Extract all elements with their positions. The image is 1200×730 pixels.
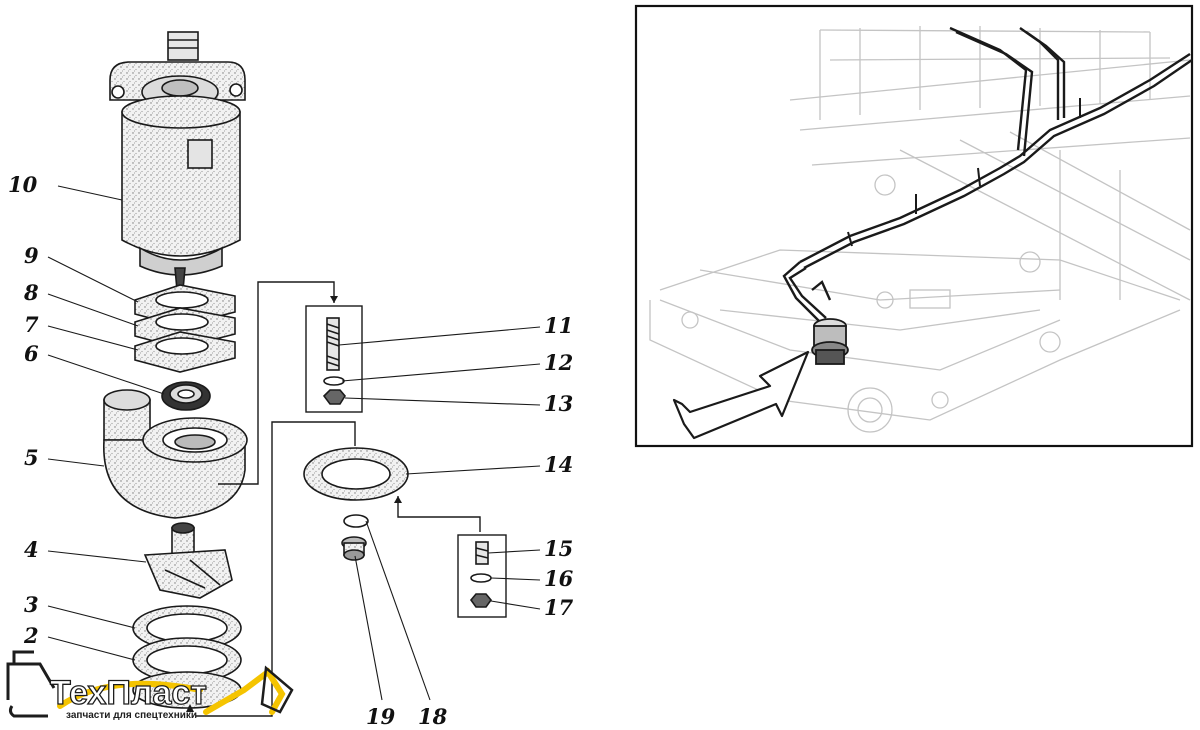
logo-brand: ТехПласт xyxy=(50,674,207,712)
pipe-clamps xyxy=(847,98,1081,247)
part-7-gasket xyxy=(134,331,236,373)
callout-10: 10 xyxy=(8,172,38,197)
callout-12: 12 xyxy=(544,350,573,375)
callout-3: 3 xyxy=(24,592,39,617)
excavator-outline-icon xyxy=(6,650,56,718)
callout-18: 18 xyxy=(418,704,448,729)
leader-lines xyxy=(47,185,541,701)
callout-17: 17 xyxy=(544,595,574,620)
callout-8: 8 xyxy=(23,280,39,305)
part-4-impeller xyxy=(143,522,233,599)
callout-labels: 10 9 8 7 6 5 4 3 2 11 12 13 14 15 16 17 … xyxy=(8,172,574,729)
callout-7: 7 xyxy=(24,312,39,337)
callout-5: 5 xyxy=(24,445,39,470)
group-frame-b xyxy=(457,534,507,618)
callout-11: 11 xyxy=(544,313,573,338)
part-19-bushing xyxy=(341,536,367,561)
part-5-housing xyxy=(103,389,248,519)
vehicle-frame-sketch xyxy=(649,26,1191,433)
group-frame-a xyxy=(305,305,363,413)
part-6-bearing xyxy=(161,381,211,411)
callout-19: 19 xyxy=(366,704,396,729)
part-12-washer xyxy=(323,376,345,386)
pump-unit-icon xyxy=(811,318,849,365)
part-13-nut xyxy=(322,389,346,405)
part-16-washer xyxy=(470,573,492,583)
pointer-arrow xyxy=(672,350,810,440)
part-17-nut xyxy=(469,593,493,608)
connector-line-group-a xyxy=(218,281,335,485)
callout-14: 14 xyxy=(544,452,573,477)
callout-15: 15 xyxy=(544,536,573,561)
part-15-stud xyxy=(475,541,489,565)
part-2-ring xyxy=(132,637,242,709)
logo-tagline: запчасти для спецтехники xyxy=(66,710,197,721)
part-14-flange xyxy=(303,447,409,501)
callout-6: 6 xyxy=(24,341,39,366)
brand-logo: ТехПласт запчасти для спецтехники xyxy=(6,650,294,721)
callout-16: 16 xyxy=(544,566,574,591)
bucket-icon xyxy=(260,665,294,714)
part-3-ring xyxy=(132,605,242,651)
callout-2: 2 xyxy=(23,623,39,648)
exploded-view xyxy=(47,31,541,717)
part-18-washer xyxy=(343,514,369,528)
callout-4: 4 xyxy=(24,537,39,562)
pipe-run xyxy=(782,26,1193,323)
excavator-arm-icon xyxy=(57,667,286,715)
callout-13: 13 xyxy=(544,391,573,416)
connector-line-group-b xyxy=(196,421,356,717)
part-10-motor xyxy=(109,31,246,291)
connector-line-group-c xyxy=(397,496,481,532)
location-panel xyxy=(634,4,1194,448)
callout-9: 9 xyxy=(24,243,39,268)
part-11-stud xyxy=(326,317,340,371)
